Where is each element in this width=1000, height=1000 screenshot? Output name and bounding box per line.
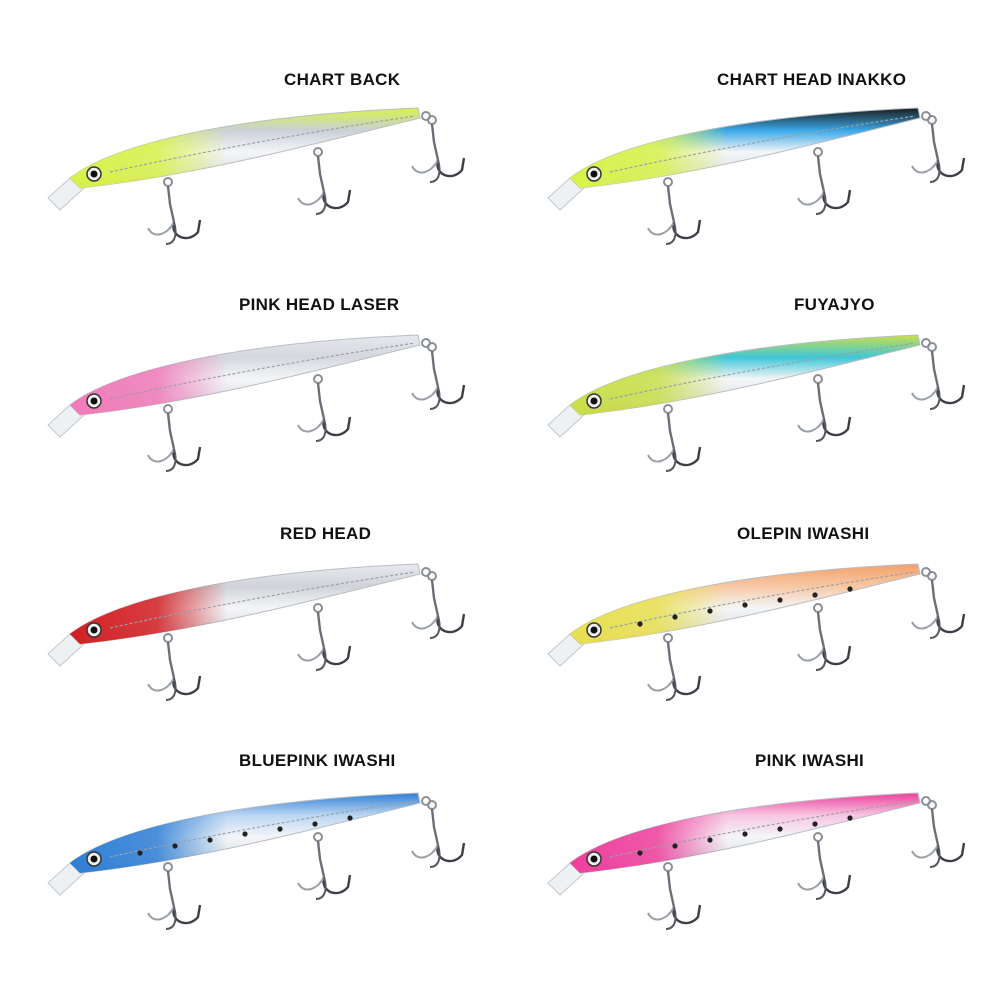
lure-card-bluepink-iwashi: BLUEPINK IWASHI <box>0 745 500 975</box>
lure-image <box>47 563 466 701</box>
lure-image <box>547 107 966 245</box>
lure-color-label: OLEPIN IWASHI <box>737 524 870 543</box>
lure-card-chart-back: CHART BACK <box>0 60 500 290</box>
lure-color-label: CHART BACK <box>284 70 401 89</box>
lure-color-label: FUYAJYO <box>794 295 875 314</box>
lure-card-chart-head-inakko: CHART HEAD INAKKO <box>500 60 1000 290</box>
lure-color-label: PINK HEAD LASER <box>239 295 400 314</box>
lure-image <box>547 334 966 472</box>
lure-card-pink-head-laser: PINK HEAD LASER <box>0 287 500 517</box>
lure-color-label: CHART HEAD INAKKO <box>717 70 907 89</box>
lure-color-label: RED HEAD <box>280 524 372 543</box>
lure-card-red-head: RED HEAD <box>0 516 500 746</box>
lure-color-label: PINK IWASHI <box>755 751 865 770</box>
lure-image <box>47 334 466 472</box>
lure-card-pink-iwashi: PINK IWASHI <box>500 745 1000 975</box>
lure-card-olepin-iwashi: OLEPIN IWASHI <box>500 516 1000 746</box>
lure-image <box>47 792 466 930</box>
lure-card-fuyajyo: FUYAJYO <box>500 287 1000 517</box>
lure-image <box>47 107 466 245</box>
lure-image <box>547 563 966 701</box>
lure-color-label: BLUEPINK IWASHI <box>239 751 396 770</box>
lure-image <box>547 792 966 930</box>
